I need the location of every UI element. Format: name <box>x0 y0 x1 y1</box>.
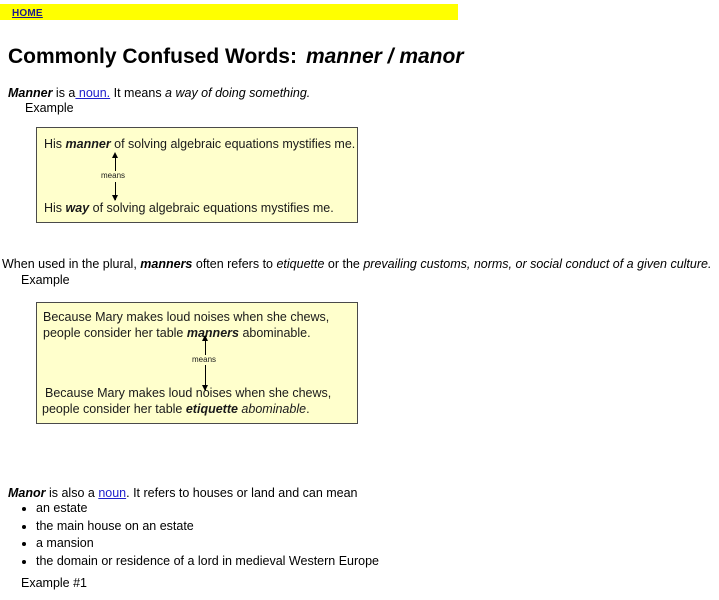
manor-is-also: is also a <box>45 485 99 500</box>
page-title-main: Commonly Confused Words: <box>8 45 297 69</box>
plural-keyword: manners <box>140 256 193 271</box>
example-2-top-line-2-pre: people consider her table <box>43 326 187 340</box>
example-1-top-post: of solving algebraic equations mystifies… <box>110 137 356 151</box>
example-2-bottom-sentence: Because Mary makes loud noises when she … <box>42 385 332 417</box>
arrow-up-head-icon <box>112 152 118 158</box>
example-1-bottom-sentence: His way of solving algebraic equations m… <box>44 200 334 216</box>
manor-meanings-list: an estate the main house on an estate a … <box>0 500 379 570</box>
example-2-top-keyword: manners <box>186 326 239 340</box>
example-label-2: Example <box>21 273 70 287</box>
home-link[interactable]: HOME <box>12 8 43 19</box>
arrow-down-head-icon <box>202 385 208 391</box>
arrow-shaft-lower <box>115 182 116 200</box>
list-item: the domain or residence of a lord in med… <box>36 553 379 571</box>
example-label-1: Example <box>25 101 74 115</box>
example-2-bottom-italic: abominable <box>237 402 307 416</box>
home-banner: HOME <box>0 4 458 20</box>
plural-italic-customs: prevailing customs, norms, or social con… <box>363 256 712 271</box>
example-1-top-sentence: His manner of solving algebraic equation… <box>44 136 355 152</box>
arrow-up-head-icon <box>202 335 208 341</box>
page-title: Commonly Confused Words: manner / manor <box>8 44 464 69</box>
example-2-top-sentence: Because Mary makes loud noises when she … <box>43 309 329 341</box>
list-item: a mansion <box>36 535 379 553</box>
example-2-bottom-line-1: Because Mary makes loud noises when she … <box>45 386 332 400</box>
manor-definition: Manor is also a noun. It refers to house… <box>8 486 358 501</box>
plural-paragraph: When used in the plural, manners often r… <box>2 257 711 272</box>
arrow-down-head-icon <box>112 195 118 201</box>
manner-is-a: is a <box>52 85 76 100</box>
manner-definition: Manner is a noun. It means a way of doin… <box>8 86 310 101</box>
plural-mid-2: or the <box>324 256 364 271</box>
example-1-bottom-pre: His <box>44 201 66 215</box>
plural-italic-etiquette: etiquette <box>276 256 325 271</box>
example-1-bottom-keyword: way <box>65 201 90 215</box>
list-item: the main house on an estate <box>36 518 379 536</box>
example-2-bottom-line-2-post: . <box>306 402 310 416</box>
example-1-top-pre: His <box>44 137 66 151</box>
example-box-manners: Because Mary makes loud noises when she … <box>36 302 358 424</box>
example-2-bottom-keyword: etiquette <box>185 402 238 416</box>
arrow-shaft <box>205 341 206 391</box>
arrow-shaft-upper <box>115 158 116 172</box>
means-label-2: means <box>190 355 219 365</box>
means-label-1: means <box>99 171 128 181</box>
manor-rest: . It refers to houses or land and can me… <box>126 485 358 500</box>
example-2-bottom-line-2-pre: people consider her table <box>42 402 186 416</box>
list-item: an estate <box>36 500 379 518</box>
manor-word: Manor <box>8 485 46 500</box>
noun-link-manor[interactable]: noun <box>98 485 127 500</box>
example-box-manner: His manner of solving algebraic equation… <box>36 127 358 223</box>
example-1-top-keyword: manner <box>65 137 111 151</box>
plural-mid: often refers to <box>192 256 277 271</box>
plural-lead: When used in the plural, <box>2 256 141 271</box>
example-2-top-line-1: Because Mary makes loud noises when she … <box>43 310 330 324</box>
example-2-top-line-2-post: abominable. <box>238 326 311 340</box>
manner-word: Manner <box>8 85 53 100</box>
page-title-word-pair: manner / manor <box>305 45 464 69</box>
manner-it-means: It means <box>110 85 166 100</box>
example-1-bottom-post: of solving algebraic equations mystifies… <box>89 201 334 215</box>
manner-meaning: a way of doing something. <box>165 85 311 100</box>
noun-link-manner[interactable]: noun. <box>75 85 111 100</box>
example-label-3: Example #1 <box>21 576 88 590</box>
